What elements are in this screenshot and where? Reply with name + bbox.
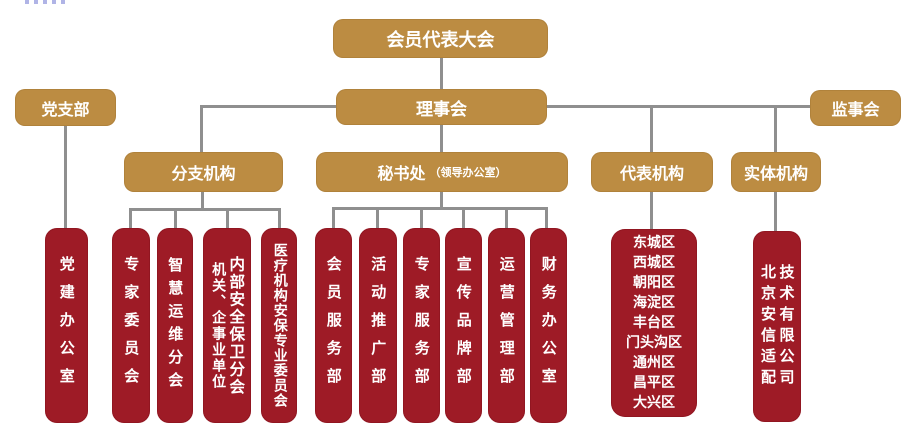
leaf-internal-security-branch: 机关、企事业单位 内部安全保卫分会 <box>203 228 251 423</box>
district-item: 门头沟区 <box>626 335 682 351</box>
leaf-districts-box: 东城区 西城区 朝阳区 海淀区 丰台区 门头沟区 通州区 昌平区 大兴区 <box>611 229 697 417</box>
top-left-artifact <box>25 0 70 4</box>
connector-branch-drop-3 <box>226 208 229 228</box>
leaf-label-right-column: 技术有限公司 <box>777 263 796 390</box>
leaf-smart-operation-branch: 智慧运维分会 <box>157 228 193 423</box>
leaf-label: 宣传品牌部 <box>454 255 473 396</box>
leaf-label: 医疗机构安保专业委员会 <box>271 243 288 408</box>
leaf-label-left-column: 北京安信适配 <box>759 263 777 390</box>
node-branch-orgs: 分支机构 <box>124 152 283 192</box>
connector-council-right <box>547 105 810 108</box>
node-party-branch: 党支部 <box>15 89 116 126</box>
leaf-publicity-brand-dept: 宣传品牌部 <box>445 228 482 423</box>
connector-secretariat-drop-6 <box>545 207 548 228</box>
leaf-label: 会员服务部 <box>324 255 343 396</box>
node-representative-orgs: 代表机构 <box>591 152 713 192</box>
node-label: 分支机构 <box>171 164 236 183</box>
district-item: 昌平区 <box>633 375 675 391</box>
node-label: 代表机构 <box>619 164 684 183</box>
connector-assembly-council <box>440 58 443 89</box>
leaf-label: 智慧运维分会 <box>166 256 185 395</box>
district-item: 西城区 <box>633 255 675 271</box>
connector-branch-drop-2 <box>174 208 177 228</box>
connector-council-secretariat <box>440 125 443 152</box>
node-supervisory-board: 监事会 <box>810 90 901 126</box>
leaf-finance-office: 财务办公室 <box>530 228 567 423</box>
node-label: 理事会 <box>416 99 467 120</box>
leaf-party-building-office: 党建办公室 <box>45 228 88 423</box>
connector-party-office <box>64 126 67 228</box>
connector-drop-branch <box>200 105 203 152</box>
connector-secretariat-drop-4 <box>462 207 465 228</box>
leaf-label: 财务办公室 <box>539 255 558 396</box>
leaf-label: 专家委员会 <box>122 255 141 396</box>
leaf-expert-service-dept: 专家服务部 <box>403 228 440 423</box>
node-label: 实体机构 <box>743 164 808 183</box>
node-label: 监事会 <box>831 100 880 119</box>
connector-branch-bus <box>129 208 281 211</box>
leaf-expert-committee: 专家委员会 <box>112 228 150 423</box>
leaf-medical-security-committee: 医疗机构安保专业委员会 <box>261 228 297 423</box>
leaf-label: 党建办公室 <box>57 255 76 396</box>
node-label: 秘书处 <box>377 164 426 183</box>
connector-secretariat-drop-2 <box>376 207 379 228</box>
leaf-label-right-column: 内部安全保卫分会 <box>227 255 246 396</box>
node-council: 理事会 <box>336 89 547 125</box>
connector-secretariat-drop-5 <box>505 207 508 228</box>
leaf-label-left-column: 机关、企事业单位 <box>210 261 227 390</box>
district-item: 通州区 <box>633 355 675 371</box>
leaf-company-box: 北京安信适配 技术有限公司 <box>753 231 801 422</box>
district-item: 朝阳区 <box>633 275 675 291</box>
node-sublabel: （领导办公室） <box>429 166 507 179</box>
node-label: 会员代表大会 <box>386 29 495 51</box>
connector-secretariat-drop-1 <box>332 207 335 228</box>
leaf-label: 专家服务部 <box>412 255 431 396</box>
connector-branch-stem <box>201 192 204 210</box>
connector-representative-districts <box>650 192 653 230</box>
node-entity-orgs: 实体机构 <box>731 152 821 192</box>
leaf-label: 运营管理部 <box>497 255 516 396</box>
district-item: 东城区 <box>633 235 675 251</box>
leaf-label: 活动推广部 <box>369 255 388 396</box>
district-item: 丰台区 <box>633 315 675 331</box>
connector-entity-company <box>774 192 777 232</box>
leaf-operation-management-dept: 运营管理部 <box>488 228 525 423</box>
connector-branch-drop-4 <box>278 208 281 228</box>
connector-secretariat-stem <box>440 192 443 209</box>
district-item: 海淀区 <box>633 295 675 311</box>
node-member-assembly: 会员代表大会 <box>333 19 548 58</box>
leaf-member-service-dept: 会员服务部 <box>315 228 352 423</box>
connector-drop-representative <box>650 105 653 152</box>
leaf-activity-promotion-dept: 活动推广部 <box>359 228 397 423</box>
connector-secretariat-drop-3 <box>420 207 423 228</box>
node-secretariat: 秘书处 （领导办公室） <box>316 152 568 192</box>
connector-branch-drop-1 <box>129 208 132 228</box>
connector-secretariat-bus <box>332 207 548 210</box>
connector-council-left <box>200 105 338 108</box>
node-label: 党支部 <box>41 99 90 119</box>
district-item: 大兴区 <box>633 395 675 411</box>
connector-drop-entity <box>774 105 777 152</box>
